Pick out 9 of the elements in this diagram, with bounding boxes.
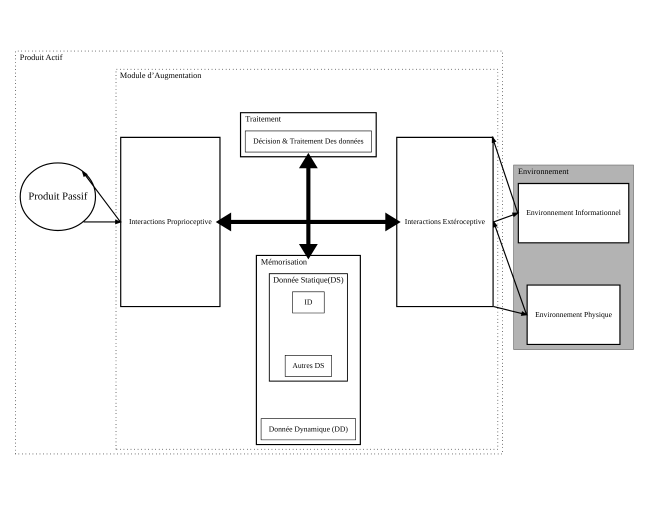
node-ellipse: Produit Passif [20, 162, 96, 232]
arrow [84, 219, 122, 224]
arrow [493, 212, 520, 223]
arrow [492, 136, 518, 214]
arrow [81, 170, 121, 222]
arrow [494, 306, 528, 316]
arrow [493, 220, 528, 315]
arrow [216, 212, 401, 232]
arrow [298, 152, 318, 260]
